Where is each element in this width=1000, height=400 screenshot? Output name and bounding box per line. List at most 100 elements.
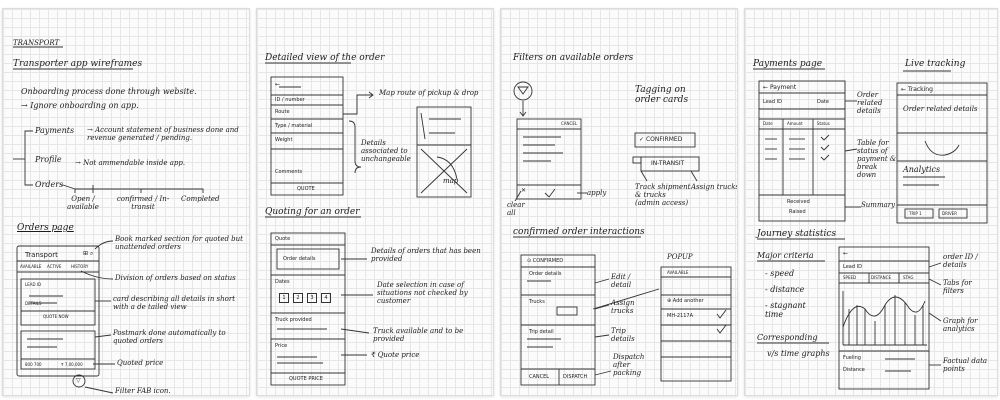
popup-available: AVAILABLE bbox=[667, 270, 689, 275]
date-box-4[interactable]: 4 bbox=[321, 293, 331, 303]
sheet1-header: TRANSPORT bbox=[13, 39, 60, 47]
payment-col-status: Status bbox=[817, 121, 830, 126]
tab-history[interactable]: HISTORY bbox=[71, 264, 89, 269]
note-quote-price: ₹ Quote price bbox=[371, 351, 420, 359]
date-box-2[interactable]: 2 bbox=[293, 293, 303, 303]
note-graph-analytics: Graph for analytics bbox=[943, 317, 978, 334]
popup-label: POPUP bbox=[667, 253, 693, 261]
quote-price-button[interactable]: QUOTE PRICE bbox=[289, 376, 323, 382]
corresponding-label: Corresponding bbox=[757, 333, 818, 342]
note-dispatch-after-packing: Dispatch after packing bbox=[613, 353, 645, 378]
quote-truck-provided[interactable]: Truck provided bbox=[275, 317, 312, 323]
tree-payments-desc: → Account statement of business done and… bbox=[87, 126, 239, 143]
payment-date: Date bbox=[817, 99, 829, 105]
sheet2-sketch-lines bbox=[265, 62, 472, 386]
tag-confirmed: ✓ CONFIRMED bbox=[639, 136, 683, 143]
onboarding-line: Onboarding process done through website. bbox=[21, 87, 197, 96]
clear-all-label: clear all bbox=[507, 201, 525, 218]
confirmed-header: ⊙ CONFIRMED bbox=[527, 258, 564, 264]
detail-quote-button[interactable]: QUOTE bbox=[297, 186, 315, 192]
tab-active[interactable]: ACTIVE bbox=[47, 264, 62, 269]
tree-profile: Profile bbox=[35, 155, 62, 164]
tracking-order-related: Order related details bbox=[903, 105, 978, 113]
ignore-onboarding-line: → Ignore onboarding on app. bbox=[21, 101, 139, 110]
note-order-id-details: order ID / details bbox=[943, 253, 978, 270]
sheet-filters-and-tags: Filters on available orders CANCEL apply… bbox=[500, 8, 738, 396]
sheet-order-detail-and-quoting: Detailed view of the order ID / number R… bbox=[256, 8, 494, 396]
row-comments: Comments bbox=[275, 169, 303, 175]
apply-label: apply bbox=[587, 189, 607, 197]
note-summary: Summary bbox=[861, 201, 896, 209]
quote-now-button[interactable]: QUOTE NOW bbox=[43, 314, 69, 319]
tag-in-transit: IN-TRANSIT bbox=[651, 160, 685, 167]
journey-tab-speed[interactable]: SPEED bbox=[843, 275, 857, 280]
tracking-trip-button[interactable]: TRIP 1 bbox=[909, 211, 922, 216]
search-icon[interactable]: ⌕ bbox=[90, 250, 94, 257]
note-assign-trucks-tag: Assign trucks bbox=[691, 183, 738, 191]
quote-order-details[interactable]: Order details bbox=[283, 256, 316, 262]
bottom-stat-1: 800 700 bbox=[25, 362, 42, 367]
tree-payments: Payments bbox=[35, 126, 75, 135]
sheet-transport-overview: TRANSPORT Transporter app wireframes Onb… bbox=[2, 8, 250, 396]
payment-col-amount: Amount bbox=[787, 121, 803, 126]
sheet1-title: Transporter app wireframes bbox=[13, 59, 143, 69]
journey-lead-id: Lead ID bbox=[843, 264, 862, 270]
note-truck-available: Truck available and to be provided bbox=[373, 327, 464, 344]
leaf-open: Open / available bbox=[67, 195, 99, 212]
journey-tab-distance[interactable]: DISTANCE bbox=[871, 275, 891, 280]
tracking-analytics: Analytics bbox=[903, 165, 941, 174]
note-trip-details: Trip details bbox=[611, 327, 635, 344]
note-division: Division of orders based on status bbox=[115, 274, 236, 282]
orders-page-title: Orders page bbox=[17, 223, 74, 233]
journey-statistics-title: Journey statistics bbox=[757, 229, 837, 239]
criteria-stagnant: - stagnant time bbox=[765, 301, 806, 320]
row-id-number: ID / number bbox=[275, 97, 305, 103]
map-label: map bbox=[443, 177, 459, 185]
note-bookmarked: Book marked section for quoted but unatt… bbox=[115, 235, 243, 252]
filter-fab-icon[interactable]: ▽ bbox=[76, 377, 81, 384]
phone-title: Transport bbox=[25, 251, 58, 259]
note-factual-data: Factual data points bbox=[943, 357, 988, 374]
note-track-shipment: Track shipment & trucks (admin access) bbox=[635, 183, 691, 208]
confirmed-cancel-button[interactable]: CANCEL bbox=[529, 374, 550, 380]
tree-profile-desc: → Not ammendable inside app. bbox=[75, 159, 186, 167]
back-arrow-icon[interactable]: ← bbox=[275, 81, 281, 88]
filter-cancel-button[interactable]: CANCEL bbox=[561, 121, 578, 126]
tab-available[interactable]: AVAILABLE bbox=[20, 264, 42, 269]
criteria-distance: - distance bbox=[765, 285, 805, 294]
popup-add-another[interactable]: ⊕ Add another bbox=[667, 298, 704, 304]
bookmark-icon[interactable]: ⊞ bbox=[83, 250, 89, 257]
quote-dates-label: Dates bbox=[275, 279, 290, 285]
note-date-selection: Date selection in case of situations not… bbox=[377, 281, 468, 306]
note-order-related: Order related details bbox=[857, 91, 883, 116]
sheet-payments-and-tracking: Payments page ← Payment Lead ID Date Dat… bbox=[744, 8, 998, 396]
confirmed-trucks[interactable]: Trucks bbox=[529, 299, 545, 305]
tagging-title: Tagging on order cards bbox=[635, 85, 689, 106]
card-details: DETAILS bbox=[25, 301, 42, 306]
note-map-route: Map route of pickup & drop bbox=[379, 89, 479, 97]
popup-plate[interactable]: MH-2117A bbox=[667, 313, 694, 319]
filters-title: Filters on available orders bbox=[513, 53, 634, 63]
confirmed-interactions-title: confirmed order interactions bbox=[513, 227, 645, 237]
tracking-driver-button[interactable]: DRIVER bbox=[942, 211, 958, 216]
date-box-1[interactable]: 1 bbox=[279, 293, 289, 303]
journey-tab-stag[interactable]: STAG bbox=[903, 275, 914, 280]
date-box-3[interactable]: 3 bbox=[307, 293, 317, 303]
confirmed-order-details[interactable]: Order details bbox=[529, 271, 562, 277]
journey-distance: Distance bbox=[843, 367, 865, 373]
journey-back-icon[interactable]: ← bbox=[843, 250, 849, 257]
row-route: Route bbox=[275, 109, 290, 115]
note-details-unchangeable: Details associated to unchangeable bbox=[361, 139, 411, 164]
leaf-completed: Completed bbox=[181, 195, 220, 203]
quoting-title: Quoting for an order bbox=[265, 207, 360, 217]
note-card: card describing all details in short wit… bbox=[113, 295, 236, 312]
tracking-header: ← Tracking bbox=[901, 86, 933, 93]
note-filter-fab: Filter FAB icon. bbox=[115, 387, 171, 395]
note-tabs-filters: Tabs for filters bbox=[943, 279, 972, 296]
confirmed-trip-detail[interactable]: Trip detail bbox=[529, 329, 554, 335]
sheet3-sketch-lines bbox=[513, 81, 732, 386]
card-lead-id: LEAD ID bbox=[25, 282, 42, 287]
confirmed-dispatch-button[interactable]: DISPATCH bbox=[563, 374, 588, 380]
close-icon[interactable]: ✕ bbox=[521, 187, 527, 194]
payment-col-date: Date bbox=[763, 121, 773, 126]
